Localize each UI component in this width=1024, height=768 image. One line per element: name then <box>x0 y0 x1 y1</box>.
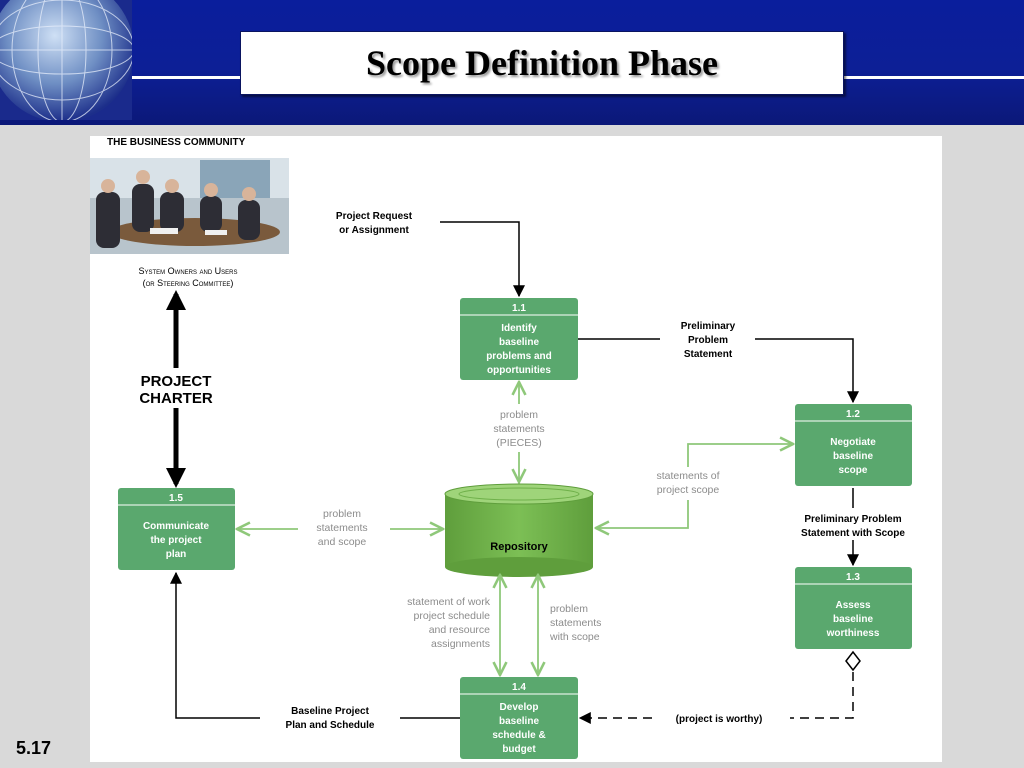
process-1-1-label: problems and <box>486 351 552 362</box>
flow-statements-of-scope-label: statements of <box>656 470 719 482</box>
process-1-2: 1.2 Negotiate baseline scope <box>795 404 912 486</box>
process-1-4-label: budget <box>502 744 536 755</box>
process-1-3-id: 1.3 <box>846 572 860 583</box>
flow-problem-with-scope-label: problem <box>550 603 588 615</box>
flow-project-request <box>440 221 525 298</box>
flow-pieces-label: (PIECES) <box>496 437 542 449</box>
flow-statements-of-scope-label: project scope <box>657 484 720 496</box>
process-1-2-label: scope <box>839 465 868 476</box>
flow-baseline-plan-label: Baseline Project <box>291 706 369 717</box>
process-1-4-label: baseline <box>499 716 539 727</box>
flow-statement-of-work-label: and resource <box>429 624 490 636</box>
process-1-4-label: schedule & <box>492 730 545 741</box>
process-1-3-label: Assess <box>835 600 870 611</box>
flow-project-worthy <box>580 672 854 718</box>
diagram-panel: THE BUSINESS COMMUNITY <box>90 136 942 762</box>
title-box: Scope Definition Phase <box>240 31 844 95</box>
slide-number: 5.17 <box>16 738 52 758</box>
process-1-4: 1.4 Develop baseline schedule & budget <box>460 677 578 759</box>
flow-scope-to-plan-label: and scope <box>318 536 367 548</box>
flow-problem-with-scope-label: with scope <box>549 631 600 643</box>
flow-preliminary-with-scope-label: Preliminary Problem <box>804 514 901 525</box>
flow-statement-of-work-label: statement of work <box>407 596 491 608</box>
project-charter-label: PROJECT <box>141 373 212 390</box>
flow-statements-of-scope <box>596 444 793 528</box>
repository-label: Repository <box>490 541 548 553</box>
process-1-1-id: 1.1 <box>512 303 526 314</box>
process-1-2-id: 1.2 <box>846 409 860 420</box>
process-1-2-label: Negotiate <box>830 437 876 448</box>
flow-preliminary-with-scope-label: Statement with Scope <box>801 528 905 539</box>
process-1-3-label: baseline <box>833 614 873 625</box>
flow-preliminary-problem <box>578 338 853 402</box>
flow-baseline-plan-label: Plan and Schedule <box>286 720 375 731</box>
flow-baseline-plan <box>176 573 460 719</box>
globe-logo <box>0 0 132 120</box>
decision-diamond <box>845 650 861 672</box>
owners-sublabel: (or Steering Committee) <box>143 278 234 288</box>
process-1-2-label: baseline <box>833 451 873 462</box>
flow-preliminary-problem-label: Preliminary <box>681 321 736 332</box>
process-1-1-label: Identify <box>501 323 537 334</box>
owners-label: System Owners and Users <box>138 266 237 276</box>
process-1-5-label: the project <box>150 535 202 546</box>
process-1-3: 1.3 Assess baseline worthiness <box>795 567 912 649</box>
flow-pieces-label: problem <box>500 409 538 421</box>
flow-statement-of-work-label: assignments <box>431 638 490 650</box>
repository-datastore: Repository <box>444 483 594 577</box>
business-meeting-photo <box>90 158 289 254</box>
process-1-1-label: opportunities <box>487 365 551 376</box>
flow-project-request-label: Project Request <box>336 211 413 222</box>
project-charter-label-2: CHARTER <box>139 390 212 407</box>
flow-project-worthy-label: (project is worthy) <box>676 714 763 725</box>
scope-definition-diagram: THE BUSINESS COMMUNITY <box>90 137 912 759</box>
process-1-3-label: worthiness <box>826 628 880 639</box>
process-1-5-id: 1.5 <box>169 493 183 504</box>
process-1-4-id: 1.4 <box>512 682 526 693</box>
process-1-1: 1.1 Identify baseline problems and oppor… <box>460 298 578 380</box>
slide-header: Scope Definition Phase <box>0 0 1024 125</box>
flow-project-request-label: or Assignment <box>339 225 409 236</box>
flow-preliminary-problem-label: Problem <box>688 335 728 346</box>
process-1-5: 1.5 Communicate the project plan <box>118 488 235 570</box>
process-1-1-label: baseline <box>499 337 539 348</box>
slide-title: Scope Definition Phase <box>365 43 718 83</box>
flow-problem-with-scope-label: statements <box>550 617 601 629</box>
flow-scope-to-plan-label: problem <box>323 508 361 520</box>
process-1-5-label: plan <box>166 549 187 560</box>
flow-scope-to-plan-label: statements <box>316 522 367 534</box>
flow-pieces-label: statements <box>493 423 544 435</box>
process-1-4-label: Develop <box>500 702 539 713</box>
community-heading: THE BUSINESS COMMUNITY <box>107 137 246 148</box>
flow-statement-of-work-label: project schedule <box>414 610 491 622</box>
flow-preliminary-problem-label: Statement <box>684 349 733 360</box>
process-1-5-label: Communicate <box>143 521 210 532</box>
